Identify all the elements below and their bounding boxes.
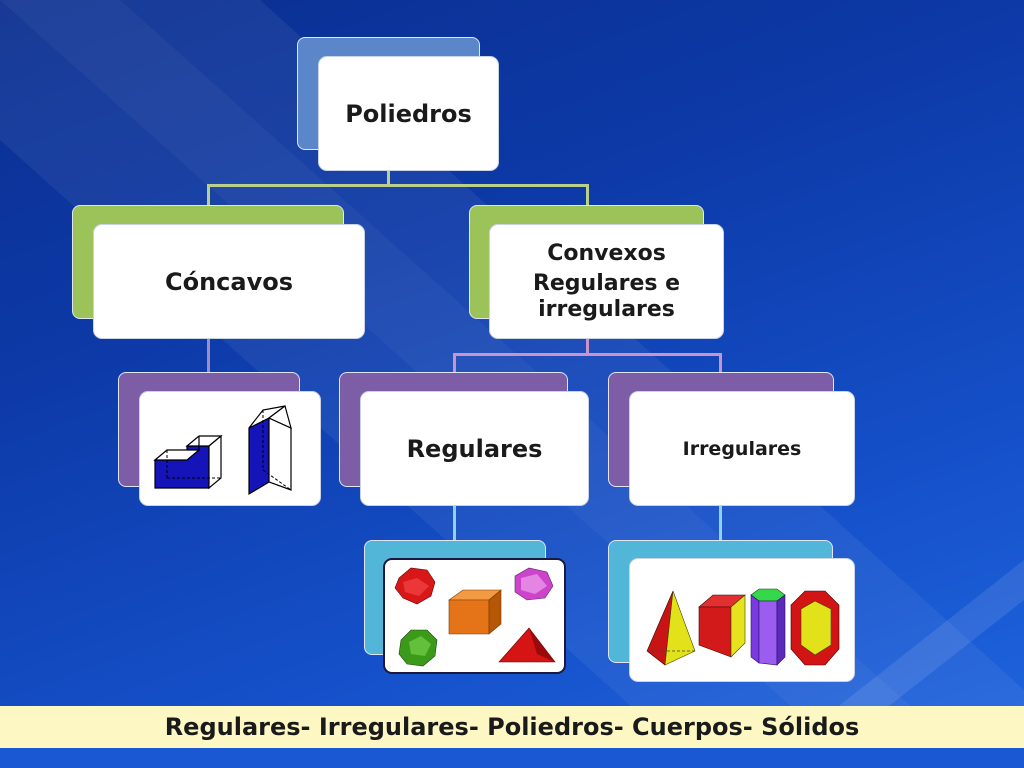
connector-concave-down [207,338,210,374]
connector-root-down [387,170,390,186]
convex-node-subtitle: Regulares e irregulares [532,270,681,322]
connector-irregular-down [719,505,722,541]
irregular-polyhedra-illustration [641,587,845,671]
irregular-node[interactable]: Irregulares [629,391,855,506]
convex-node[interactable]: Convexos Regulares e irregulares [489,224,724,339]
concave-figure-card[interactable] [139,391,321,506]
root-node[interactable]: Poliedros [318,56,499,171]
regular-node[interactable]: Regulares [360,391,589,506]
regular-figure-card[interactable] [383,558,566,674]
connector-level1-horizontal [207,184,589,187]
regular-node-label: Regulares [406,434,543,463]
regular-polyhedra-illustration [389,564,561,670]
connector-level2-horizontal [453,353,722,356]
irregular-figure-card[interactable] [629,558,855,682]
footer-banner: Regulares- Irregulares- Poliedros- Cuerp… [0,706,1024,748]
connector-irregular-up [719,353,722,373]
irregular-node-label: Irregulares [682,437,802,460]
concave-node[interactable]: Cóncavos [93,224,365,339]
footer-text: Regulares- Irregulares- Poliedros- Cuerp… [164,713,860,741]
bottom-bar [0,748,1024,768]
connector-regular-down [453,505,456,541]
concave-polyhedra-illustration [145,400,315,496]
connector-concave-up [207,184,210,206]
connector-convex-down [586,338,589,355]
concave-node-label: Cóncavos [164,267,294,296]
connector-convex-up [586,184,589,206]
connector-regular-up [453,353,456,373]
convex-node-title: Convexos [547,240,666,266]
root-node-label: Poliedros [345,99,472,128]
